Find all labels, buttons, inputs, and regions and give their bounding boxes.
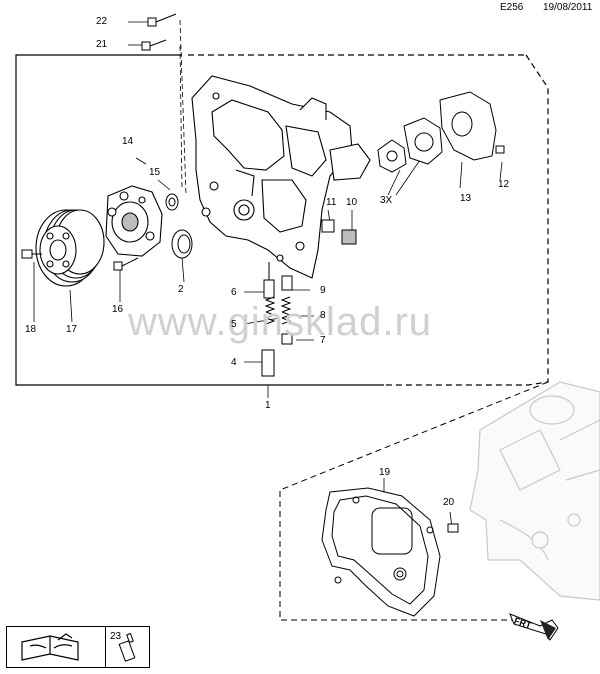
callout-14: 14: [122, 136, 134, 147]
callout-18: 18: [25, 324, 37, 335]
callout-17: 17: [66, 324, 78, 335]
leader-lines: [33, 19, 503, 529]
callout-2: 2: [178, 284, 184, 295]
callout-11: 11: [326, 197, 337, 208]
callout-5: 5: [231, 319, 237, 330]
callout-16: 16: [112, 304, 124, 315]
callout-8: 8: [320, 310, 326, 321]
callout-3x: 3X: [380, 195, 393, 206]
callout-9: 9: [320, 285, 326, 296]
callout-10: 10: [346, 197, 358, 208]
callout-23: 23: [110, 631, 122, 642]
callout-7: 7: [320, 335, 326, 346]
pulley: [35, 209, 105, 287]
callout-20: 20: [443, 497, 455, 508]
water-pump: [105, 185, 163, 257]
callout-19: 19: [379, 467, 391, 478]
callout-21: 21: [96, 39, 108, 50]
diagram-code: E256: [500, 2, 524, 13]
callout-6: 6: [231, 287, 237, 298]
callout-13: 13: [460, 193, 472, 204]
callout-1: 1: [265, 400, 271, 411]
front-cover-housing: [191, 75, 371, 279]
legend-divider: [105, 627, 106, 667]
callout-4: 4: [231, 357, 237, 368]
front-arrow-icon: [509, 613, 559, 641]
gasket-group-frame: [279, 381, 549, 621]
gasket: [321, 487, 441, 617]
legend-box: 23: [6, 626, 150, 668]
engine-block-ghost: [469, 381, 600, 601]
sealant-tube-icon: [118, 632, 136, 662]
callout-22: 22: [96, 16, 108, 27]
small-parts: [21, 13, 505, 533]
manual-icon: [21, 633, 79, 661]
watermark: www.ginsklad.ru: [128, 300, 433, 344]
callout-15: 15: [149, 167, 161, 178]
callout-12: 12: [498, 179, 510, 190]
diagram-date: 19/08/2011: [543, 2, 593, 13]
